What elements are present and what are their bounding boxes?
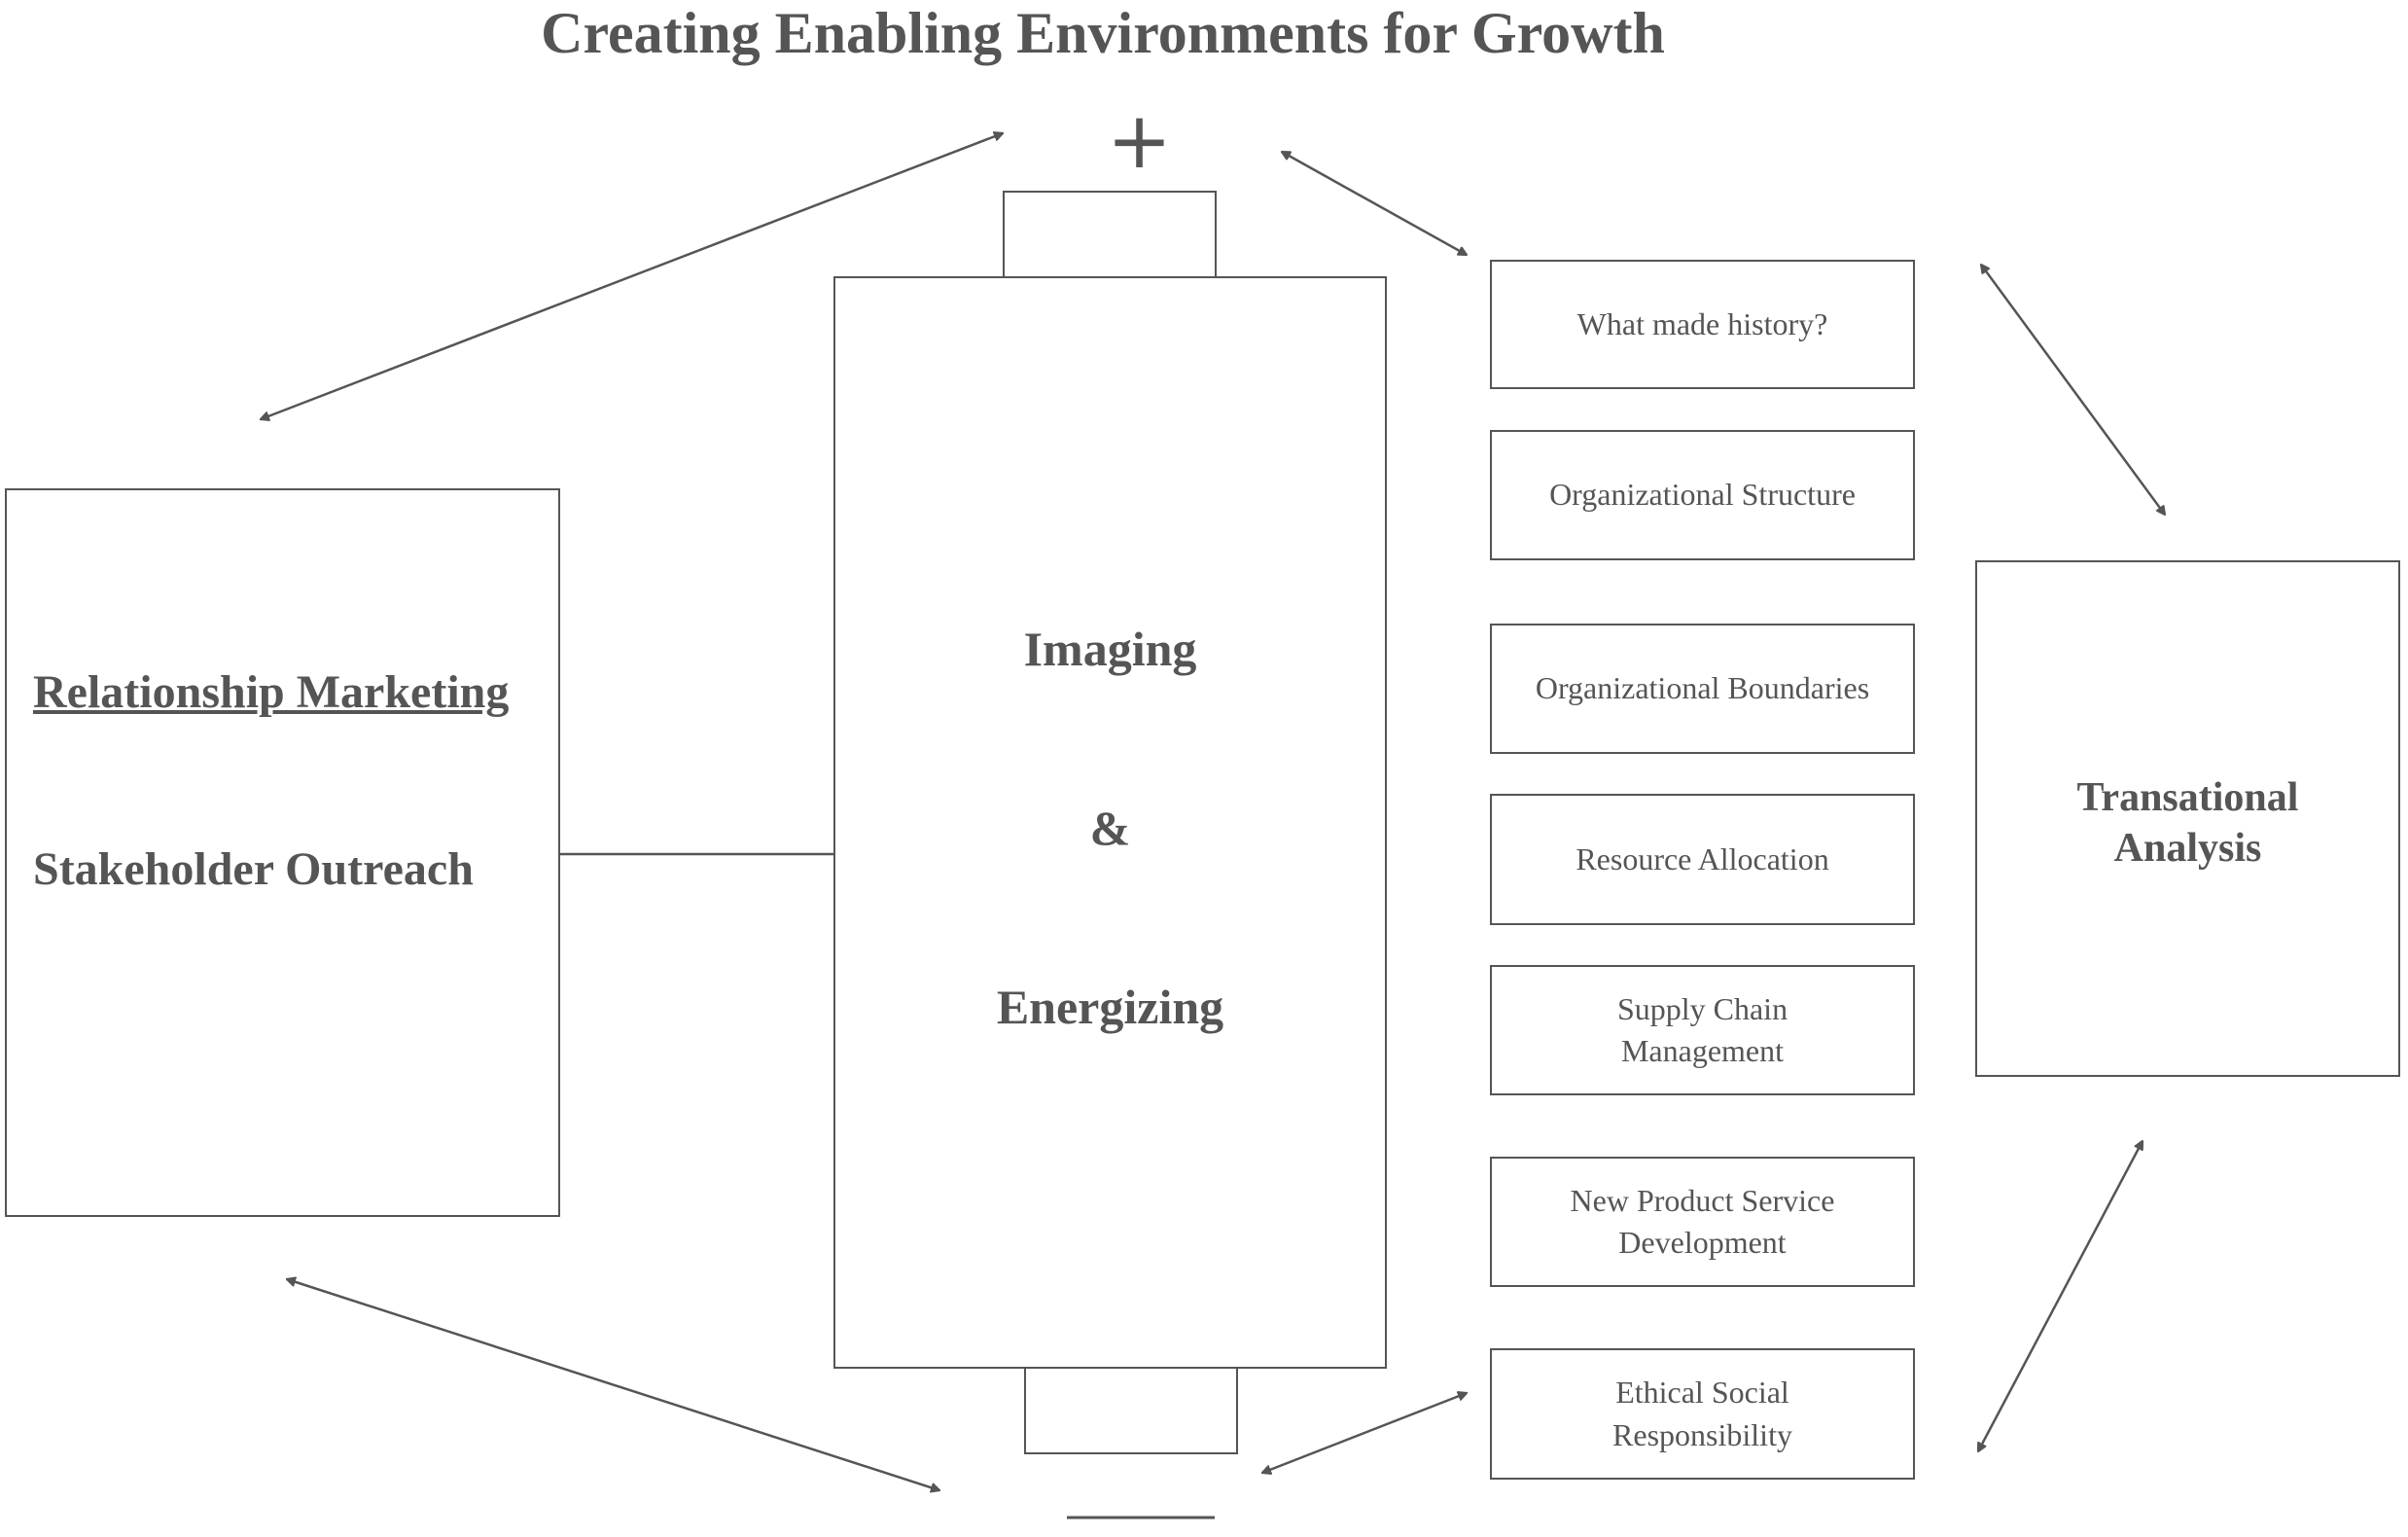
left-heading: Relationship Marketing <box>33 666 510 718</box>
factor-box: New Product Service Development <box>1490 1157 1915 1287</box>
factor-label: Ethical Social Responsibility <box>1612 1375 1792 1452</box>
right-box: Transational Analysis <box>1975 560 2400 1077</box>
left-box: Relationship Marketing Stakeholder Outre… <box>5 488 560 1217</box>
bottom-small-box <box>1024 1367 1238 1454</box>
left-subheading: Stakeholder Outreach <box>33 843 474 895</box>
arrow-bottom-right <box>1978 1141 2142 1451</box>
arrow-minus-left <box>287 1279 939 1490</box>
factor-label: Organizational Structure <box>1549 477 1856 513</box>
factor-box: Organizational Boundaries <box>1490 624 1915 754</box>
factor-label: Resource Allocation <box>1576 840 1829 876</box>
center-box: Imaging & Energizing <box>833 276 1387 1369</box>
right-line-1: Transational <box>2076 775 2299 820</box>
right-line-2: Analysis <box>2113 826 2262 871</box>
factor-label: New Product Service Development <box>1570 1182 1835 1260</box>
center-line-1: Imaging <box>1023 622 1197 676</box>
right-label: Transational Analysis <box>1977 772 2398 874</box>
factor-box: Resource Allocation <box>1490 794 1915 925</box>
factor-label: Organizational Boundaries <box>1535 670 1870 706</box>
arrow-plus-left <box>261 133 1003 419</box>
factor-box: Supply Chain Management <box>1490 965 1915 1095</box>
factor-box: Organizational Structure <box>1490 430 1915 560</box>
arrow-plus-right <box>1282 152 1467 255</box>
factor-box: Ethical Social Responsibility <box>1490 1348 1915 1480</box>
factor-box: What made history? <box>1490 260 1915 389</box>
factor-label: What made history? <box>1576 305 1828 341</box>
center-line-3: Energizing <box>996 980 1224 1034</box>
top-small-box <box>1003 191 1217 278</box>
center-line-2: & <box>1089 801 1131 855</box>
diagram-title: Creating Enabling Environments for Growt… <box>541 1 1665 65</box>
arrow-minus-right <box>1262 1393 1467 1473</box>
factor-label: Supply Chain Management <box>1616 990 1788 1068</box>
arrow-top-right <box>1981 265 2165 515</box>
plus-sign: + <box>1107 95 1173 186</box>
